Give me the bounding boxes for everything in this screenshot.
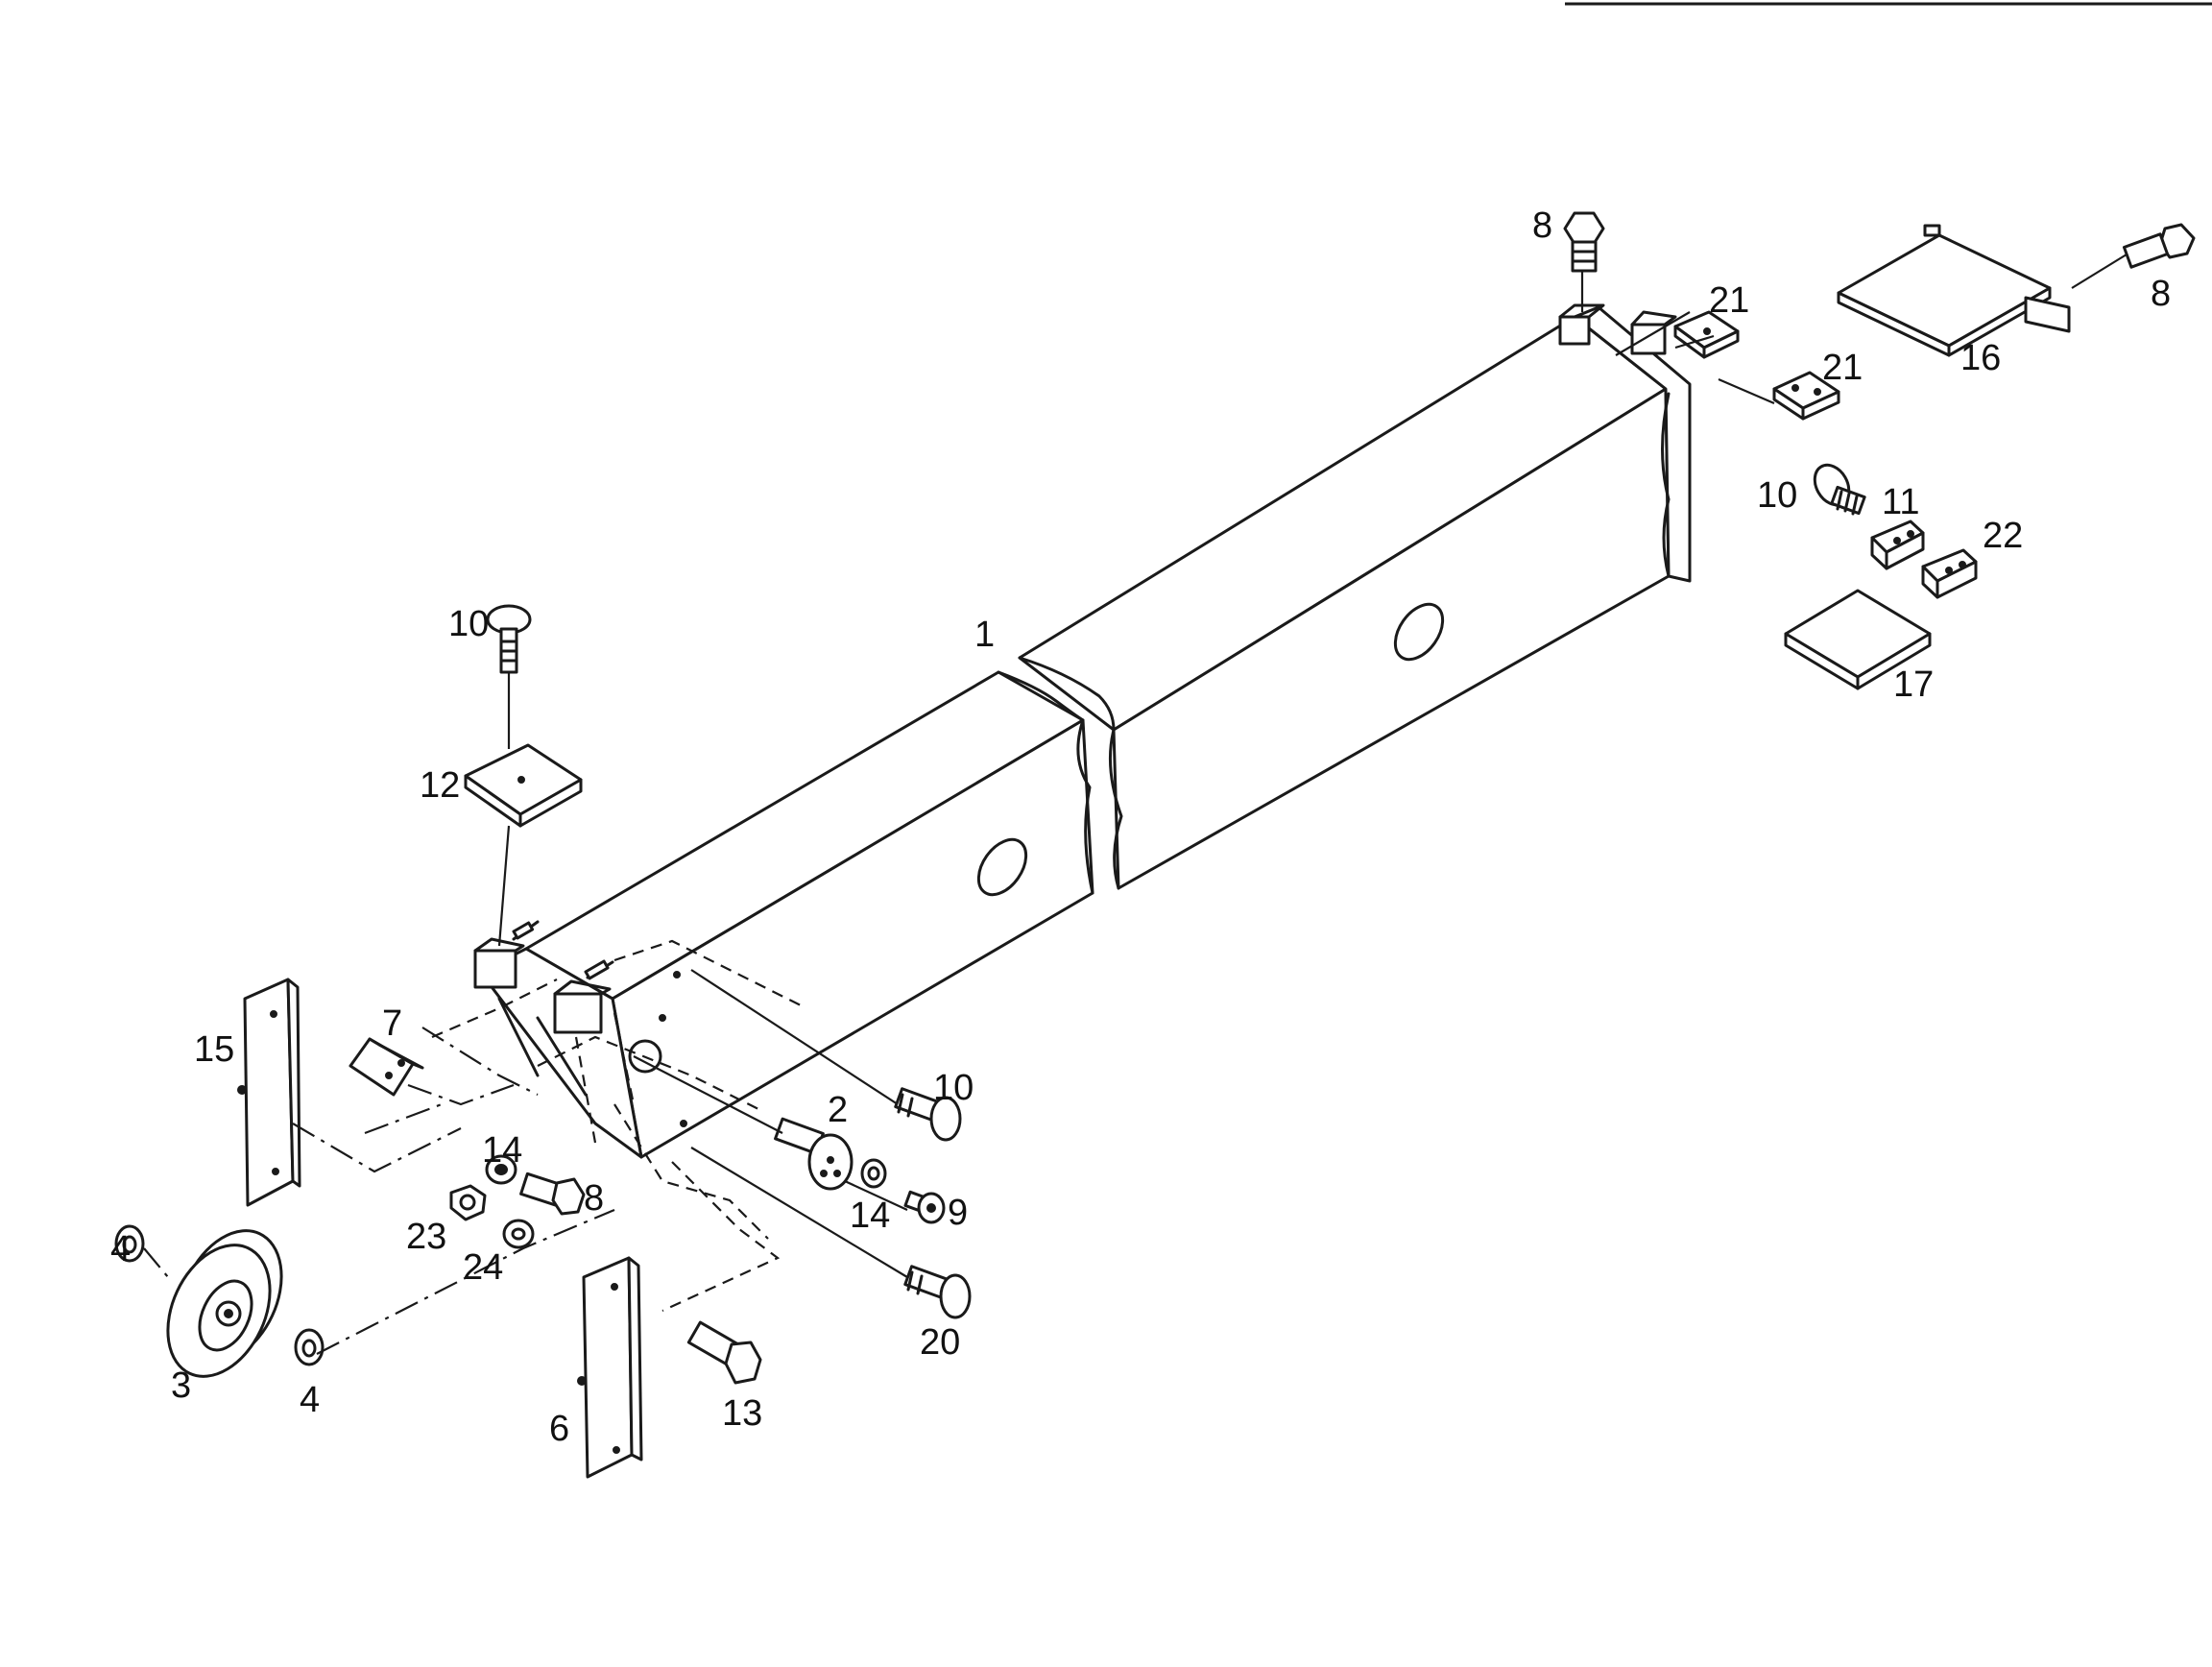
wear-pad-21-b (1772, 371, 1840, 421)
hex-bolt-8-left (519, 1172, 586, 1216)
nut-23 (449, 1184, 487, 1221)
washer-4-left (114, 1224, 145, 1263)
callout-9: 9 (948, 1193, 968, 1233)
callout-16: 16 (1960, 338, 2001, 378)
countersunk-bolt-10-top (486, 604, 532, 674)
lead-lines (143, 254, 2128, 1355)
callout-4-left: 4 (110, 1229, 131, 1269)
countersunk-bolt-20 (903, 1265, 972, 1319)
hex-bolt-13 (686, 1320, 762, 1385)
callout-2: 2 (828, 1090, 848, 1130)
callout-10-right: 10 (1757, 475, 1797, 516)
wear-plate-17 (1784, 589, 1932, 690)
callout-8-right: 8 (2151, 274, 2171, 314)
callout-23: 23 (406, 1217, 446, 1257)
callout-12: 12 (420, 765, 460, 806)
callout-17: 17 (1893, 664, 1934, 705)
boom-section (473, 303, 1692, 1159)
side-plate-15 (237, 978, 301, 1207)
callout-14-right: 14 (850, 1196, 890, 1236)
callout-13: 13 (722, 1393, 762, 1434)
angle-bracket-7 (349, 1037, 424, 1097)
washer-14-left (485, 1154, 517, 1185)
callout-1: 1 (974, 615, 995, 655)
pin-2 (774, 1117, 854, 1191)
callout-20: 20 (920, 1322, 960, 1363)
wear-pad-22 (1921, 548, 1978, 599)
wear-pad-12 (464, 743, 583, 828)
callout-24: 24 (463, 1247, 503, 1288)
hex-bolt-8-top (1563, 211, 1605, 273)
callout-7: 7 (382, 1003, 402, 1044)
countersunk-bolt-10-lower (894, 1087, 962, 1142)
callout-3: 3 (171, 1365, 191, 1406)
callout-15: 15 (194, 1029, 234, 1070)
callout-labels: 1 2 3 4 4 6 7 8 8 8 9 10 10 10 11 12 13 … (110, 205, 2171, 1449)
callout-8-left: 8 (584, 1178, 604, 1219)
side-plate-6 (577, 1256, 643, 1479)
callout-6: 6 (549, 1409, 569, 1449)
callout-22: 22 (1983, 516, 2023, 556)
screw-9 (903, 1190, 946, 1224)
callout-4-right: 4 (300, 1380, 320, 1420)
wear-pad-21-a (1673, 310, 1740, 359)
callout-11: 11 (1882, 482, 1919, 522)
sheave-3 (166, 1229, 283, 1378)
cover-plate-16 (1837, 224, 2071, 357)
washer-14-right (860, 1158, 887, 1189)
wear-pad-11 (1870, 519, 1925, 570)
callout-10-lower: 10 (933, 1068, 974, 1108)
callout-21-a: 21 (1709, 280, 1749, 321)
callout-8-top: 8 (1532, 205, 1552, 246)
hex-bolt-8-right (2122, 223, 2196, 269)
callout-21-b: 21 (1822, 348, 1863, 388)
washer-4-right (294, 1328, 325, 1366)
countersunk-bolt-10-right (1813, 463, 1866, 516)
callout-14-left: 14 (482, 1130, 522, 1171)
callout-10-top: 10 (448, 604, 489, 644)
washer-24 (502, 1219, 535, 1249)
